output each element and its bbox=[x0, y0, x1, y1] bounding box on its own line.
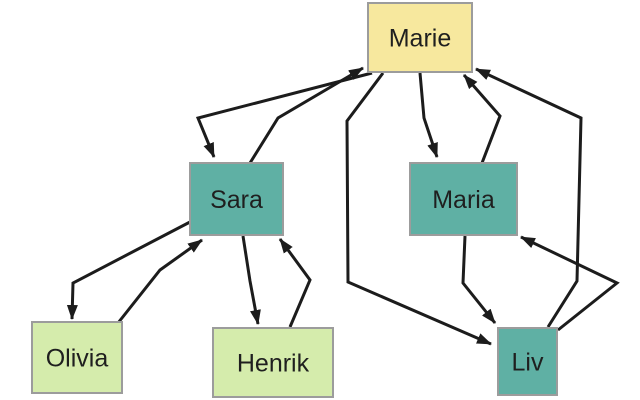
edge-sara-to-marie bbox=[248, 66, 364, 164]
edge-olivia-to-sara bbox=[116, 238, 203, 324]
node-sara-box bbox=[189, 162, 284, 236]
edge-marie-to-liv bbox=[345, 72, 492, 346]
edge-liv-to-maria bbox=[520, 235, 620, 332]
node-sara: Sara bbox=[189, 162, 284, 236]
edge-sara-to-henrik bbox=[241, 235, 261, 325]
node-henrik-box bbox=[212, 327, 334, 398]
node-marie: Marie bbox=[367, 2, 473, 73]
node-henrik-label: Henrik bbox=[237, 350, 310, 378]
node-olivia: Olivia bbox=[31, 321, 123, 394]
node-henrik: Henrik bbox=[212, 327, 334, 398]
node-liv: Liv bbox=[497, 327, 558, 396]
edge-liv-to-marie bbox=[475, 67, 583, 328]
node-sara-label: Sara bbox=[210, 186, 263, 214]
edge-maria-to-liv bbox=[461, 235, 497, 324]
node-olivia-label: Olivia bbox=[46, 345, 109, 373]
node-marie-label: Marie bbox=[389, 25, 452, 53]
node-liv-box bbox=[497, 327, 558, 396]
node-maria: Maria bbox=[409, 162, 518, 236]
edge-maria-to-marie bbox=[462, 74, 502, 164]
node-olivia-box bbox=[31, 321, 123, 394]
node-liv-label: Liv bbox=[512, 349, 544, 377]
node-maria-label: Maria bbox=[432, 186, 495, 214]
edge-henrik-to-sara bbox=[278, 238, 312, 328]
edge-marie-to-maria bbox=[418, 72, 439, 158]
node-maria-box bbox=[409, 162, 518, 236]
node-marie-box bbox=[367, 2, 473, 73]
edge-marie-to-sara bbox=[195, 71, 373, 158]
edge-sara-to-olivia bbox=[66, 220, 191, 320]
